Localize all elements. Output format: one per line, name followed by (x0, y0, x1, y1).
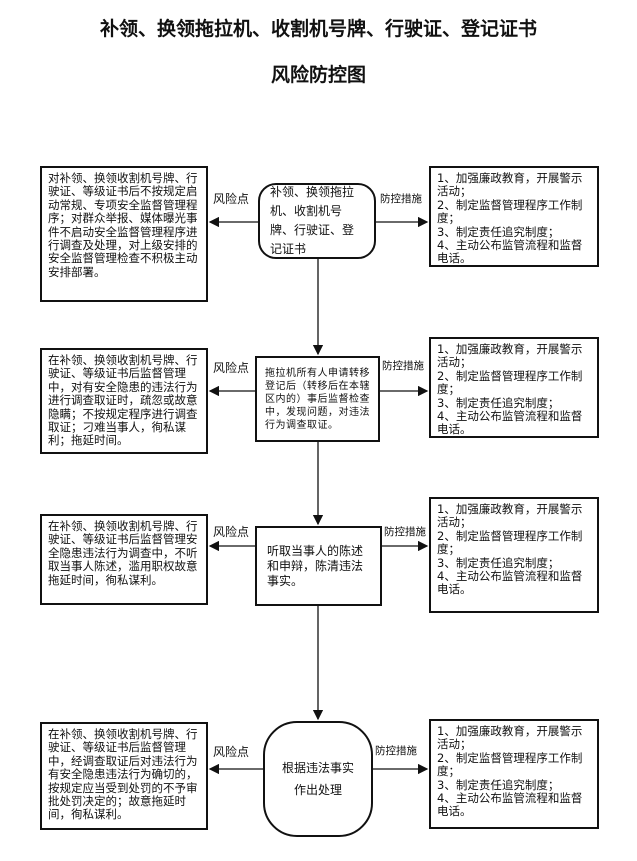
control-box-1: 1、加强廉政教育，开展警示活动； 2、制定监督管理程序工作制度； 3、制定责任追… (429, 166, 599, 267)
control-item: 3、制定责任追究制度； (437, 777, 560, 792)
control-box-2: 1、加强廉政教育，开展警示活动； 2、制定监督管理程序工作制度； 3、制定责任追… (429, 337, 599, 438)
control-item: 1、加强廉政教育，开展警示活动； (437, 342, 583, 370)
risk-box-3: 在补领、换领收割机号牌、行驶证、等级证书后监督管理安全隐患违法行为调查中，不听取… (40, 514, 208, 605)
risk-box-2: 在补领、换领收割机号牌、行驶证、等级证书后监督管理中，对有安全隐患的违法行为进行… (40, 348, 208, 454)
control-box-4: 1、加强廉政教育，开展警示活动； 2、制定监督管理程序工作制度； 3、制定责任追… (429, 719, 599, 829)
diagram-subtitle: 风险防控图 (270, 64, 366, 86)
risk-label-4: 风险点 (213, 745, 250, 759)
control-item: 1、加强廉政教育，开展警示活动； (437, 502, 583, 530)
diagram-title: 补领、换领拖拉机、收割机号牌、行驶证、登记证书 (99, 18, 537, 40)
risk-box-4: 在补领、换领收割机号牌、行驶证、等级证书后监督管理中，经调查取证后对违法行为有安… (40, 722, 208, 830)
control-item: 2、制定监督管理程序工作制度； (437, 368, 583, 397)
control-item: 2、制定监督管理程序工作制度； (437, 750, 583, 779)
process-node-4: 根据违法事实作出处理 (263, 721, 373, 837)
control-item: 4、主动公布监管流程和监督电话。 (437, 238, 583, 266)
control-label-3: 防控措施 (384, 526, 426, 538)
risk-label-3: 风险点 (213, 525, 250, 539)
control-label-4: 防控措施 (375, 745, 417, 757)
control-item: 4、主动公布监管流程和监督电话。 (437, 791, 583, 819)
control-label-2: 防控措施 (382, 360, 424, 372)
risk-box-1: 对补领、换领收割机号牌、行驶证、等级证书后不按规定启动常规、专项安全监督管理程序… (40, 166, 208, 302)
control-item: 4、主动公布监管流程和监督电话。 (437, 569, 583, 597)
risk-label-2: 风险点 (213, 361, 250, 375)
control-item: 1、加强廉政教育，开展警示活动； (437, 171, 583, 199)
control-item: 1、加强廉政教育，开展警示活动； (437, 724, 583, 752)
control-item: 2、制定监督管理程序工作制度； (437, 528, 583, 557)
control-item: 3、制定责任追究制度； (437, 224, 560, 239)
control-item: 3、制定责任追究制度； (437, 555, 560, 570)
risk-label-1: 风险点 (213, 192, 250, 206)
process-node-1: 补领、换领拖拉机、收割机号牌、行驶证、登记证书 (258, 183, 376, 259)
control-item: 4、主动公布监管流程和监督电话。 (437, 409, 583, 437)
control-box-3: 1、加强廉政教育，开展警示活动； 2、制定监督管理程序工作制度； 3、制定责任追… (429, 497, 599, 613)
control-item: 2、制定监督管理程序工作制度； (437, 197, 583, 226)
control-item: 3、制定责任追究制度； (437, 395, 560, 410)
control-label-1: 防控措施 (380, 193, 422, 205)
process-node-2: 拖拉机所有人申请转移登记后（转移后在本辖区内的）事后监督检查中，发现问题，对违法… (255, 356, 380, 442)
process-node-3: 听取当事人的陈述和申辩，陈清违法事实。 (255, 526, 382, 606)
